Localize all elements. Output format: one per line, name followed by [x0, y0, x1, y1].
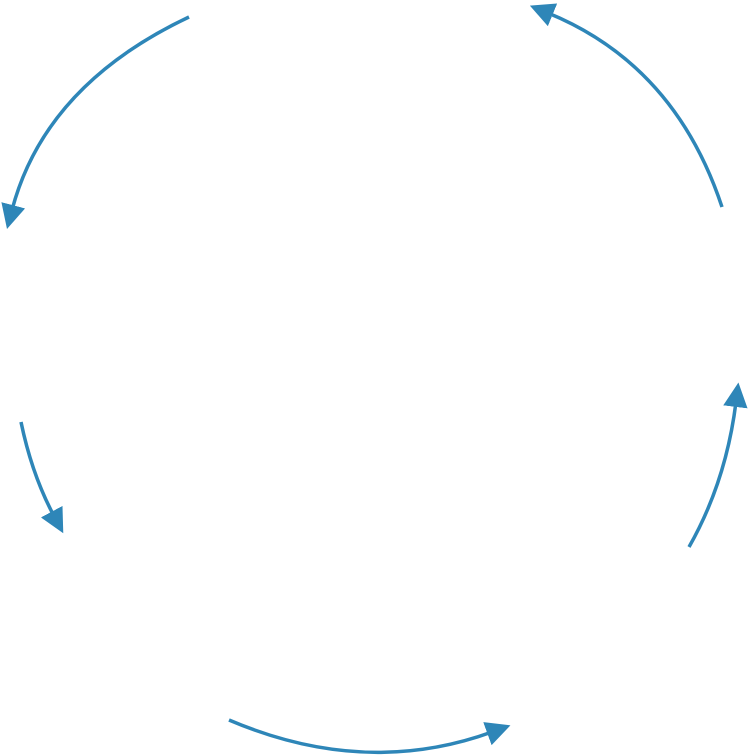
arrow-top-left [1, 15, 190, 229]
arrow-left [19, 421, 64, 534]
arrow-bottom [228, 718, 511, 755]
arrow-right [687, 382, 748, 548]
arrow-top-right [529, 3, 724, 208]
